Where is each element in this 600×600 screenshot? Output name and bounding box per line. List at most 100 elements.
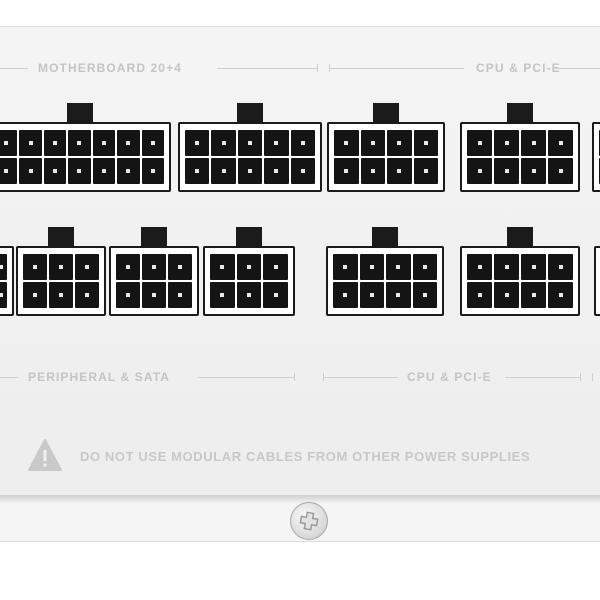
- pin-socket: [359, 254, 384, 280]
- screw-icon: [290, 502, 328, 540]
- pin-socket: [360, 130, 385, 156]
- pin-socket: [117, 158, 140, 184]
- pin-socket: [68, 130, 91, 156]
- pin-socket: [467, 158, 492, 184]
- background: [0, 542, 600, 600]
- connector-latch: [507, 227, 533, 248]
- pin-socket: [334, 130, 359, 156]
- label-rule: [0, 68, 28, 69]
- cpu-pcie-socket-6-partial[interactable]: [594, 246, 600, 316]
- pin-socket: [19, 130, 42, 156]
- connector-latch: [372, 227, 398, 248]
- label-tick: [294, 373, 295, 381]
- pin-socket: [210, 254, 235, 280]
- pin-grid: [185, 130, 315, 184]
- pin-socket: [23, 254, 47, 280]
- pin-socket: [141, 158, 164, 184]
- pin-socket: [43, 130, 67, 156]
- cpu-pcie-socket-4[interactable]: [326, 227, 444, 316]
- connector-latch: [373, 103, 399, 124]
- cpu-pcie-socket-2[interactable]: [460, 103, 580, 192]
- pin-grid: [467, 130, 573, 184]
- peripheral-sata-socket-2[interactable]: [109, 227, 199, 316]
- pin-socket: [49, 254, 73, 280]
- warning-text: DO NOT USE MODULAR CABLES FROM OTHER POW…: [80, 449, 531, 464]
- pin-socket: [168, 282, 192, 308]
- label-rule: [198, 377, 294, 378]
- pin-grid: [0, 130, 164, 184]
- pin-socket: [0, 254, 7, 280]
- pin-socket: [387, 130, 412, 156]
- cpu-pcie-label-bottom: CPU & PCI-E: [407, 370, 492, 384]
- label-tick: [592, 373, 593, 381]
- pin-socket: [210, 282, 235, 308]
- pin-socket: [237, 158, 263, 184]
- pin-socket: [117, 130, 140, 156]
- pin-socket: [412, 254, 437, 280]
- pin-grid: [116, 254, 192, 308]
- pin-grid: [0, 254, 7, 308]
- pin-socket: [494, 158, 519, 184]
- pin-socket: [19, 158, 42, 184]
- pin-socket: [290, 158, 315, 184]
- pin-socket: [360, 158, 385, 184]
- pin-socket: [467, 282, 492, 308]
- pin-socket: [548, 254, 573, 280]
- pin-socket: [333, 254, 358, 280]
- pin-socket: [116, 254, 140, 280]
- pin-socket: [43, 158, 67, 184]
- cpu-pcie-socket-5[interactable]: [460, 227, 580, 316]
- peripheral-socket-partial[interactable]: [0, 246, 14, 316]
- pin-grid: [334, 130, 438, 184]
- cpu-pcie-label-top: CPU & PCI-E: [476, 61, 561, 75]
- label-tick: [580, 373, 581, 381]
- pin-grid: [23, 254, 99, 308]
- pin-socket: [92, 130, 116, 156]
- pin-socket: [494, 282, 519, 308]
- pin-socket: [75, 254, 99, 280]
- peripheral-sata-label: PERIPHERAL & SATA: [28, 370, 171, 384]
- connector-latch: [141, 227, 167, 248]
- label-rule: [0, 377, 18, 378]
- pin-socket: [548, 282, 573, 308]
- pin-socket: [68, 158, 91, 184]
- pin-socket: [264, 130, 289, 156]
- warning-triangle-icon: [28, 439, 62, 471]
- pin-socket: [521, 158, 546, 184]
- connector-latch: [507, 103, 533, 124]
- pin-socket: [92, 158, 116, 184]
- pin-socket: [141, 130, 164, 156]
- cpu-pcie-socket-3-partial[interactable]: [592, 122, 600, 192]
- pin-socket: [386, 282, 411, 308]
- connector-latch: [48, 227, 74, 248]
- peripheral-sata-socket-1[interactable]: [16, 227, 106, 316]
- motherboard-20pin-socket[interactable]: [0, 103, 171, 192]
- pin-socket: [0, 130, 18, 156]
- pin-socket: [0, 282, 7, 308]
- pin-socket: [185, 130, 210, 156]
- pin-socket: [211, 158, 236, 184]
- pin-socket: [142, 282, 166, 308]
- peripheral-sata-socket-3[interactable]: [203, 227, 295, 316]
- motherboard-4pin-socket[interactable]: [178, 103, 322, 192]
- pin-socket: [548, 130, 573, 156]
- label-tick: [317, 64, 318, 72]
- panel-edge-shadow: [0, 495, 600, 503]
- label-rule: [323, 377, 398, 378]
- pin-socket: [467, 130, 492, 156]
- label-rule: [505, 377, 580, 378]
- pin-socket: [236, 254, 262, 280]
- pin-socket: [494, 254, 519, 280]
- motherboard-label: MOTHERBOARD 20+4: [38, 61, 182, 75]
- cpu-pcie-socket-1[interactable]: [327, 103, 445, 192]
- pin-socket: [413, 130, 438, 156]
- label-rule: [217, 68, 317, 69]
- pin-socket: [75, 282, 99, 308]
- pin-socket: [548, 158, 573, 184]
- connector-latch: [237, 103, 263, 124]
- pin-socket: [211, 130, 236, 156]
- pin-socket: [413, 158, 438, 184]
- pin-socket: [142, 254, 166, 280]
- pin-socket: [387, 158, 412, 184]
- pin-socket: [168, 254, 192, 280]
